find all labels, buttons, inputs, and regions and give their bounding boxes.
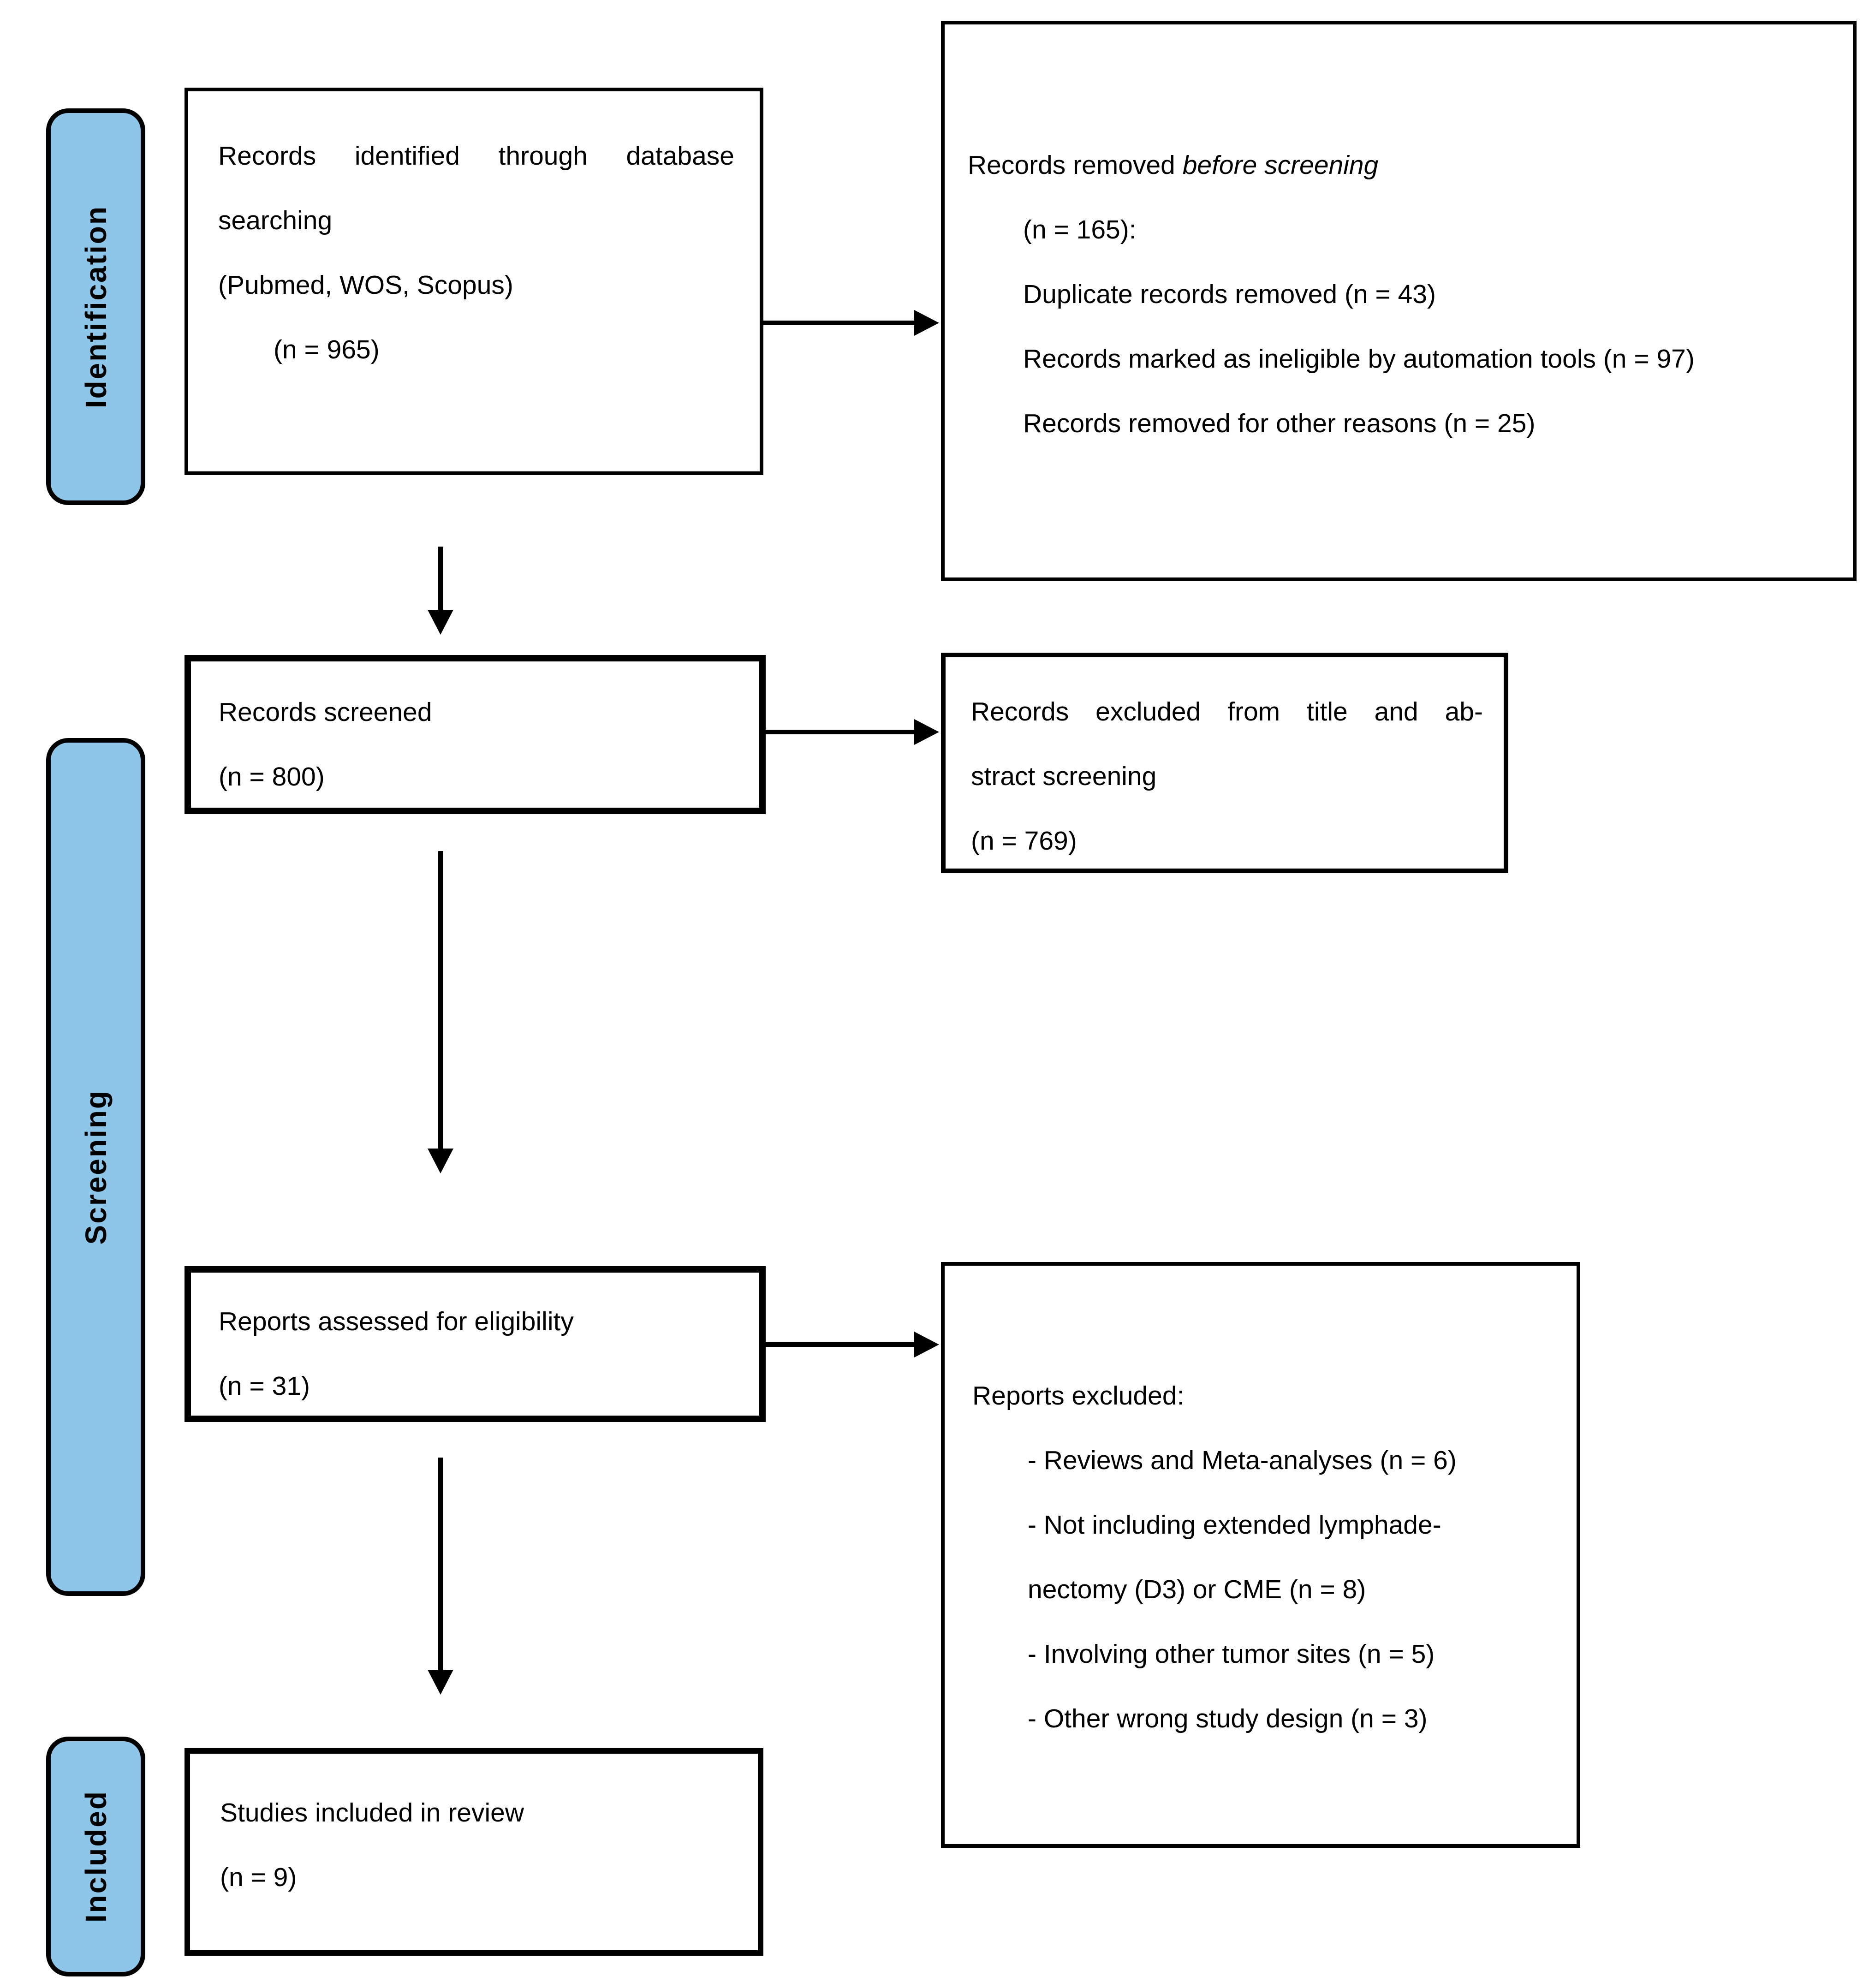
records-removed-duplicates: Duplicate records removed (n = 43) xyxy=(1023,280,1436,309)
arrow-screened-to-excluded-shaft xyxy=(766,730,916,734)
stage-label-screening: Screening xyxy=(79,1089,113,1245)
records-screened-line1: Records screened xyxy=(219,697,432,727)
records-excluded-count: (n = 769) xyxy=(971,826,1077,856)
stage-tab-screening: Screening xyxy=(46,738,145,1596)
studies-included-count: (n = 9) xyxy=(220,1863,297,1892)
box-records-removed-before-screening: Records removed before screening (n = 16… xyxy=(941,21,1857,581)
records-identified-count: (n = 965) xyxy=(274,335,380,364)
reports-excluded-tumor-sites: - Involving other tumor sites (n = 5) xyxy=(1028,1639,1435,1669)
arrow-assessed-to-included-shaft xyxy=(438,1458,443,1671)
arrow-identified-to-screened-head-icon xyxy=(428,610,453,635)
arrow-screened-to-assessed-head-icon xyxy=(428,1149,453,1173)
reports-assessed-line1: Reports assessed for eligibility xyxy=(219,1307,574,1336)
reports-excluded-lymphadenectomy-2: nectomy (D3) or CME (n = 8) xyxy=(1028,1575,1366,1604)
stage-label-identification: Identification xyxy=(79,205,113,409)
reports-excluded-reviews: - Reviews and Meta-analyses (n = 6) xyxy=(1028,1446,1457,1475)
reports-assessed-count: (n = 31) xyxy=(219,1371,310,1401)
box-reports-excluded: Reports excluded: - Reviews and Meta-ana… xyxy=(941,1262,1580,1848)
stage-label-included: Included xyxy=(79,1790,113,1923)
box-studies-included: Studies included in review (n = 9) xyxy=(185,1748,763,1956)
arrow-assessed-to-included-head-icon xyxy=(428,1670,453,1695)
arrow-assessed-to-reports-excluded-head-icon xyxy=(914,1332,939,1357)
box-records-excluded-abstract: Records excluded from title and ab- stra… xyxy=(941,653,1508,873)
arrow-screened-to-excluded-head-icon xyxy=(914,719,939,745)
reports-excluded-title: Reports excluded: xyxy=(972,1381,1184,1411)
records-excluded-line2: stract screening xyxy=(971,762,1157,791)
records-removed-automation: Records marked as ineligible by automati… xyxy=(1023,344,1695,374)
records-identified-line1: Records identified through database xyxy=(218,141,734,171)
records-excluded-line1: Records excluded from title and ab- xyxy=(971,697,1483,726)
arrow-identified-to-screened-shaft xyxy=(438,547,443,611)
arrow-screened-to-assessed-shaft xyxy=(438,851,443,1150)
box-reports-assessed: Reports assessed for eligibility (n = 31… xyxy=(185,1266,766,1422)
records-removed-line1-text: Records removed xyxy=(968,150,1183,180)
records-removed-line1: Records removed before screening xyxy=(968,133,1834,197)
records-removed-line1-italic: before screening xyxy=(1182,150,1379,180)
records-identified-line3: (Pubmed, WOS, Scopus) xyxy=(218,270,513,300)
stage-tab-included: Included xyxy=(46,1737,145,1976)
reports-excluded-study-design: - Other wrong study design (n = 3) xyxy=(1028,1704,1428,1733)
reports-excluded-lymphadenectomy-1: - Not including extended lymphade- xyxy=(1028,1510,1441,1540)
arrow-identified-to-removed-head-icon xyxy=(914,310,939,336)
records-identified-line2: searching xyxy=(218,206,333,235)
stage-tab-identification: Identification xyxy=(46,108,145,505)
records-screened-count: (n = 800) xyxy=(219,762,325,792)
records-removed-other: Records removed for other reasons (n = 2… xyxy=(1023,409,1536,438)
arrow-assessed-to-reports-excluded-shaft xyxy=(766,1342,916,1347)
records-removed-count: (n = 165): xyxy=(1023,215,1137,244)
studies-included-line1: Studies included in review xyxy=(220,1798,524,1827)
box-records-identified: Records identified through database sear… xyxy=(185,88,763,475)
arrow-identified-to-removed-shaft xyxy=(763,321,916,325)
box-records-screened: Records screened (n = 800) xyxy=(185,655,766,814)
